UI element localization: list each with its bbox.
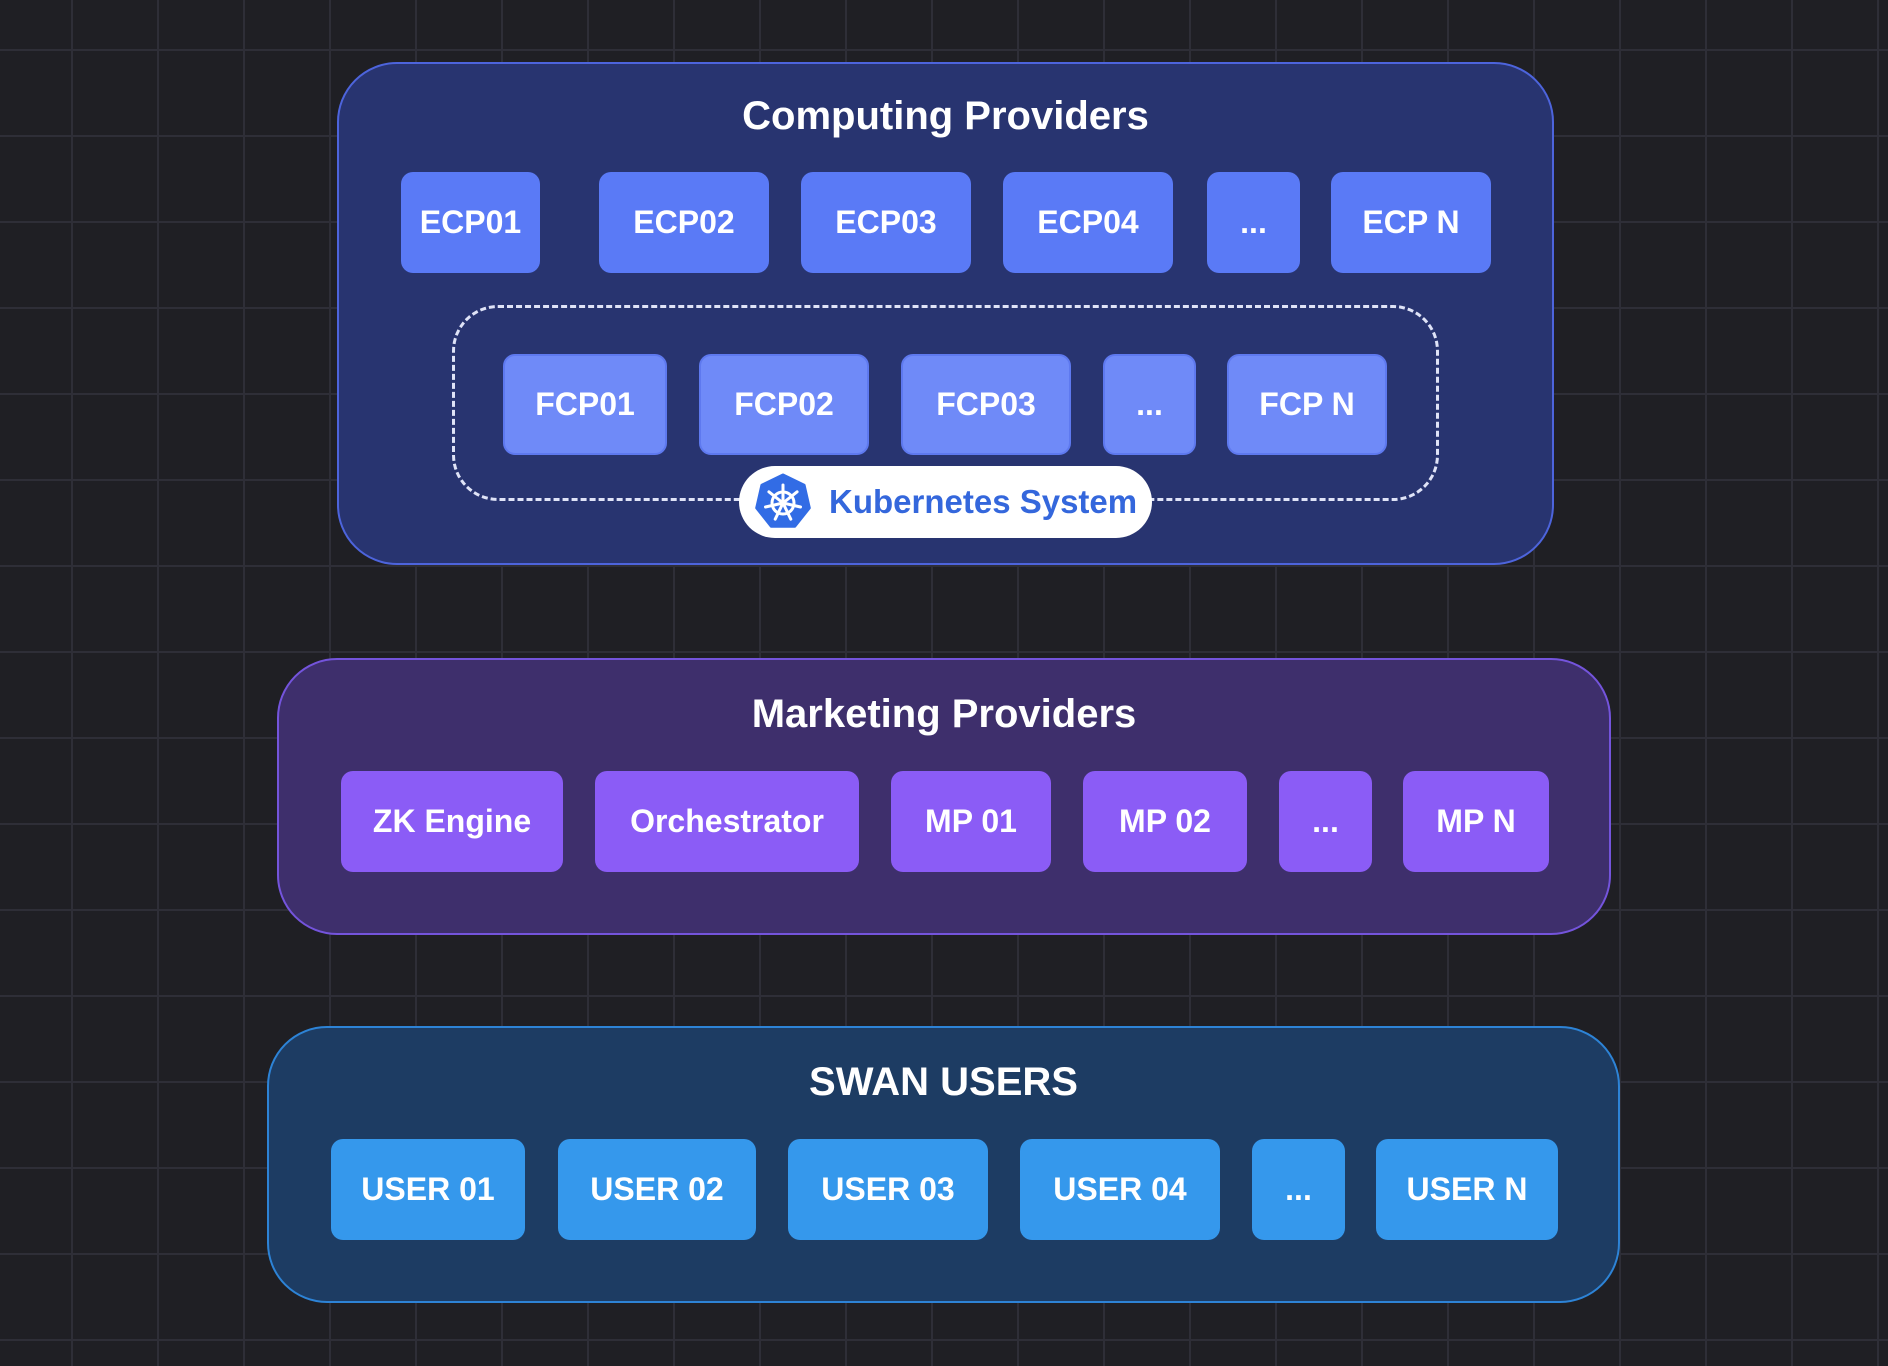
swan-users-title: SWAN USERS	[809, 1060, 1078, 1104]
fcp-node[interactable]: FCP01	[503, 354, 667, 455]
mp-node-ellipsis[interactable]: ...	[1279, 771, 1372, 872]
fcp-node-ellipsis[interactable]: ...	[1103, 354, 1196, 455]
ecp-node-ellipsis[interactable]: ...	[1207, 172, 1300, 273]
ecp-node[interactable]: ECP01	[401, 172, 540, 273]
user-node[interactable]: USER 01	[331, 1139, 525, 1240]
mp-node[interactable]: MP N	[1403, 771, 1549, 872]
mp-node[interactable]: MP 01	[891, 771, 1051, 872]
swan-users-group: SWAN USERS USER 01 USER 02 USER 03 USER …	[267, 1026, 1620, 1303]
zk-engine-node[interactable]: ZK Engine	[341, 771, 563, 872]
ecp-node[interactable]: ECP N	[1331, 172, 1491, 273]
fcp-node[interactable]: FCP03	[901, 354, 1071, 455]
mp-node[interactable]: MP 02	[1083, 771, 1247, 872]
fcp-node[interactable]: FCP N	[1227, 354, 1387, 455]
user-node-ellipsis[interactable]: ...	[1252, 1139, 1345, 1240]
kubernetes-system-badge: Kubernetes System	[739, 466, 1152, 538]
user-node[interactable]: USER N	[1376, 1139, 1558, 1240]
computing-providers-group: Computing Providers ECP01 ECP02 ECP03 EC…	[337, 62, 1554, 565]
user-node[interactable]: USER 02	[558, 1139, 756, 1240]
fcp-node[interactable]: FCP02	[699, 354, 869, 455]
kubernetes-system-label: Kubernetes System	[829, 483, 1138, 520]
ecp-node[interactable]: ECP04	[1003, 172, 1173, 273]
user-node[interactable]: USER 04	[1020, 1139, 1220, 1240]
ecp-node[interactable]: ECP02	[599, 172, 769, 273]
kubernetes-helm-icon	[755, 473, 811, 528]
marketing-providers-title: Marketing Providers	[751, 692, 1137, 736]
user-node[interactable]: USER 03	[788, 1139, 988, 1240]
marketing-providers-group: Marketing Providers ZK Engine Orchestrat…	[277, 658, 1611, 935]
computing-providers-title: Computing Providers	[742, 94, 1149, 138]
orchestrator-node[interactable]: Orchestrator	[595, 771, 859, 872]
ecp-node[interactable]: ECP03	[801, 172, 971, 273]
